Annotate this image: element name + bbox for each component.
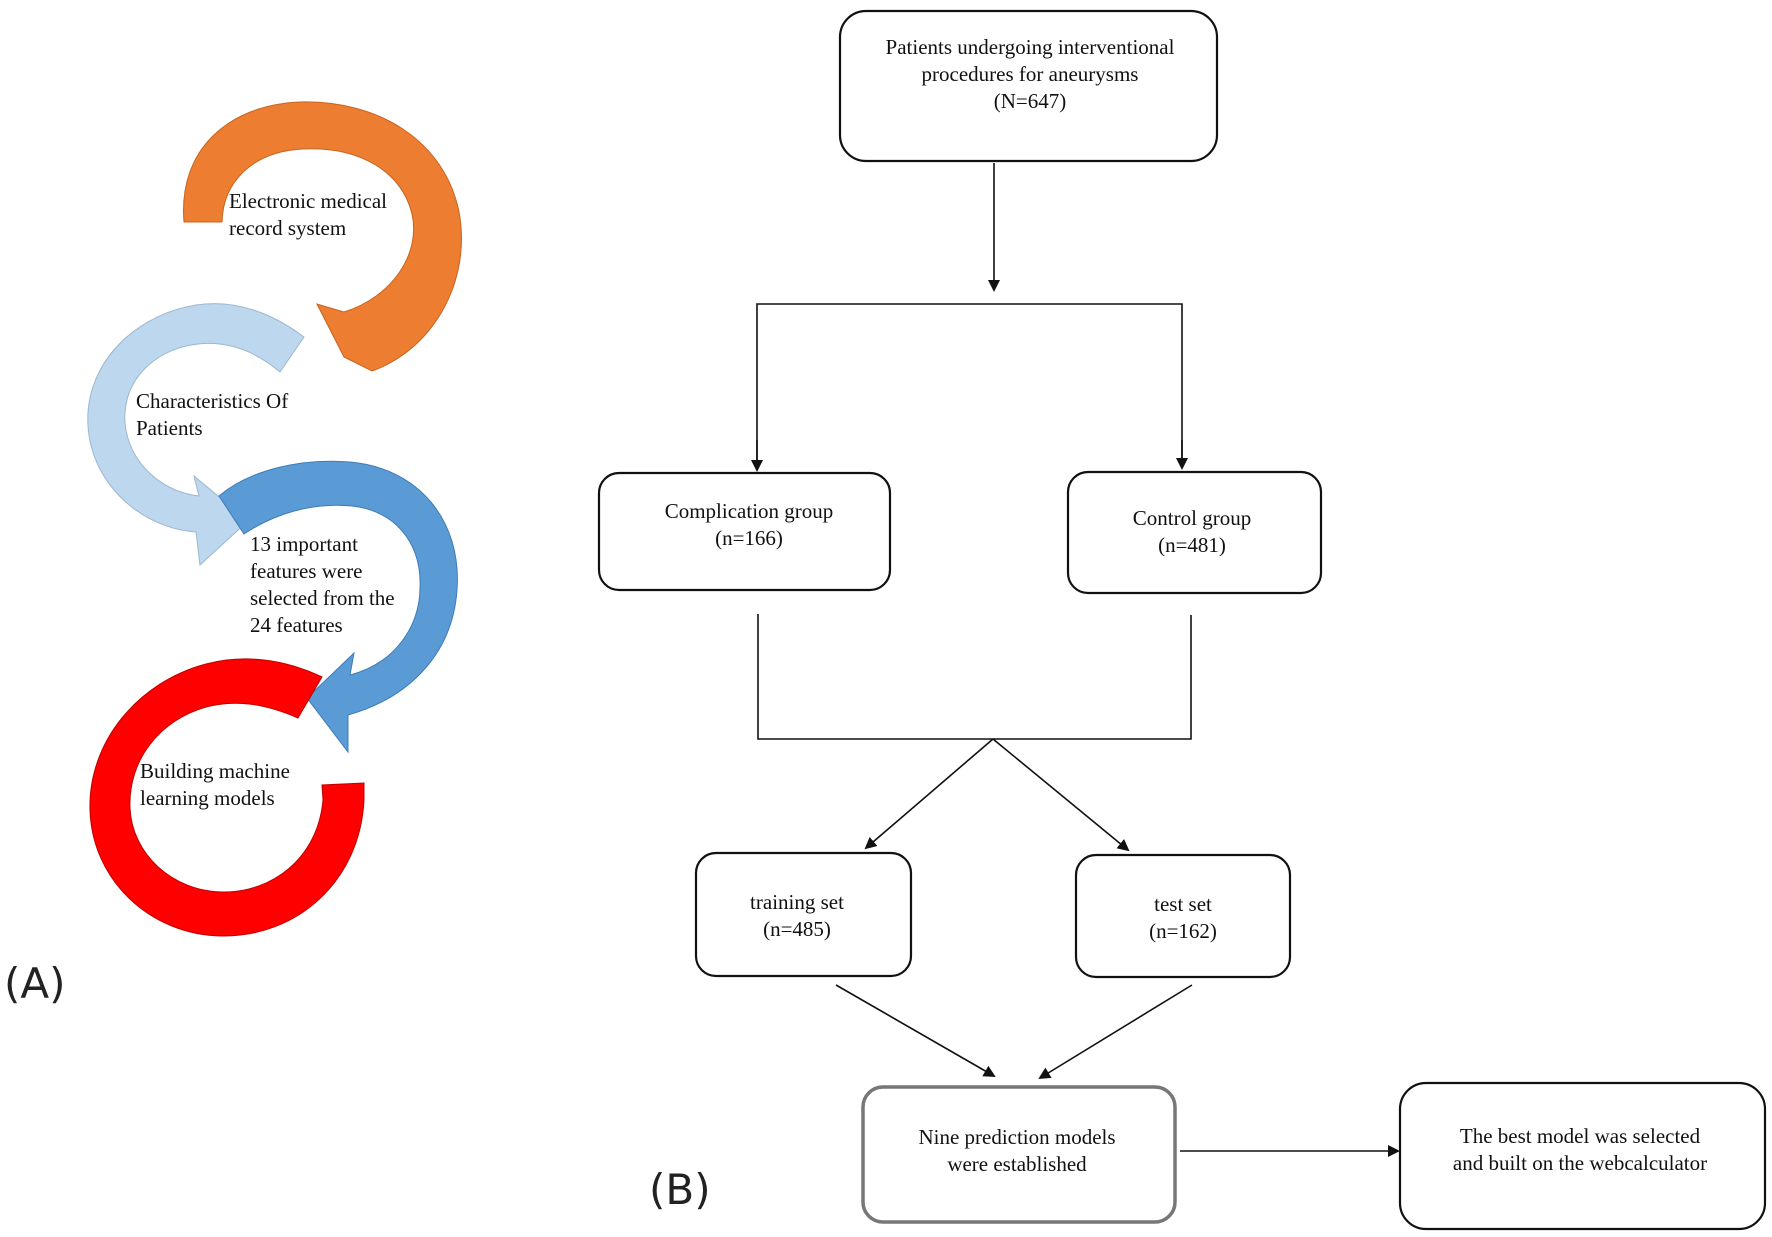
- training-arrow: [864, 738, 994, 850]
- test-to-models-arrow: [1038, 984, 1193, 1080]
- blue-curved-arrow: [218, 460, 458, 754]
- test-arrow: [992, 738, 1130, 852]
- label-line: selected from the: [250, 586, 395, 610]
- step-label-2: Characteristics Of Patients: [136, 389, 288, 440]
- label-line: The best model was selected: [1460, 1124, 1701, 1148]
- panel-a: Electronic medical record system Characte…: [4, 101, 462, 1008]
- step-label-3: 13 important features were selected from t…: [250, 532, 395, 637]
- label-line: (n=166): [715, 526, 783, 550]
- prediction-models-label: Nine prediction models were established: [918, 1125, 1115, 1176]
- prediction-models-box: [861, 1085, 1177, 1224]
- label-line: (n=481): [1158, 533, 1226, 557]
- best-model-label: The best model was selected and built on …: [1453, 1124, 1707, 1175]
- label-line: Building machine: [140, 759, 290, 783]
- label-line: (N=647): [994, 89, 1067, 113]
- label-line: and built on the webcalculator: [1453, 1151, 1707, 1175]
- red-ring: [89, 658, 365, 937]
- label-line: Electronic medical: [229, 189, 387, 213]
- patients-box: [838, 9, 1219, 163]
- training-set-label: training set (n=485): [750, 890, 844, 941]
- label-line: Characteristics Of: [136, 389, 288, 413]
- patients-label: Patients undergoing interventional proced…: [886, 35, 1175, 113]
- best-model-box: [1398, 1081, 1767, 1231]
- control-group-box: [1066, 470, 1323, 595]
- test-set-label: test set (n=162): [1149, 892, 1217, 943]
- label-line: Patients: [136, 416, 203, 440]
- label-line: 13 important: [250, 532, 358, 556]
- label-line: Control group: [1133, 506, 1251, 530]
- panel-a-tag: (A): [4, 959, 66, 1008]
- training-to-models-arrow: [835, 984, 996, 1077]
- panel-b-tag: (B): [649, 1165, 711, 1214]
- orange-curved-arrow: [183, 101, 462, 372]
- split-connector: [756, 303, 1183, 469]
- label-line: procedures for aneurysms: [922, 62, 1139, 86]
- complication-group-box: [597, 471, 892, 592]
- label-line: record system: [229, 216, 346, 240]
- complication-group-label: Complication group (n=166): [665, 499, 834, 550]
- label-line: Patients undergoing interventional: [886, 35, 1175, 59]
- label-line: (n=485): [763, 917, 831, 941]
- label-line: 24 features: [250, 613, 343, 637]
- label-line: features were: [250, 559, 363, 583]
- label-line: Nine prediction models: [918, 1125, 1115, 1149]
- panel-b: Patients undergoing interventional proced…: [597, 9, 1767, 1231]
- label-line: (n=162): [1149, 919, 1217, 943]
- control-group-label: Control group (n=481): [1133, 506, 1251, 557]
- test-set-box: [1074, 853, 1292, 979]
- label-line: learning models: [140, 786, 275, 810]
- step-label-4: Building machine learning models: [140, 759, 290, 810]
- merge-connector: [757, 614, 1192, 740]
- label-line: training set: [750, 890, 844, 914]
- training-set-box: [694, 851, 913, 978]
- label-line: were established: [947, 1152, 1087, 1176]
- label-line: Complication group: [665, 499, 834, 523]
- step-label-1: Electronic medical record system: [229, 189, 387, 240]
- light-blue-curved-arrow: [87, 303, 305, 567]
- label-line: test set: [1154, 892, 1212, 916]
